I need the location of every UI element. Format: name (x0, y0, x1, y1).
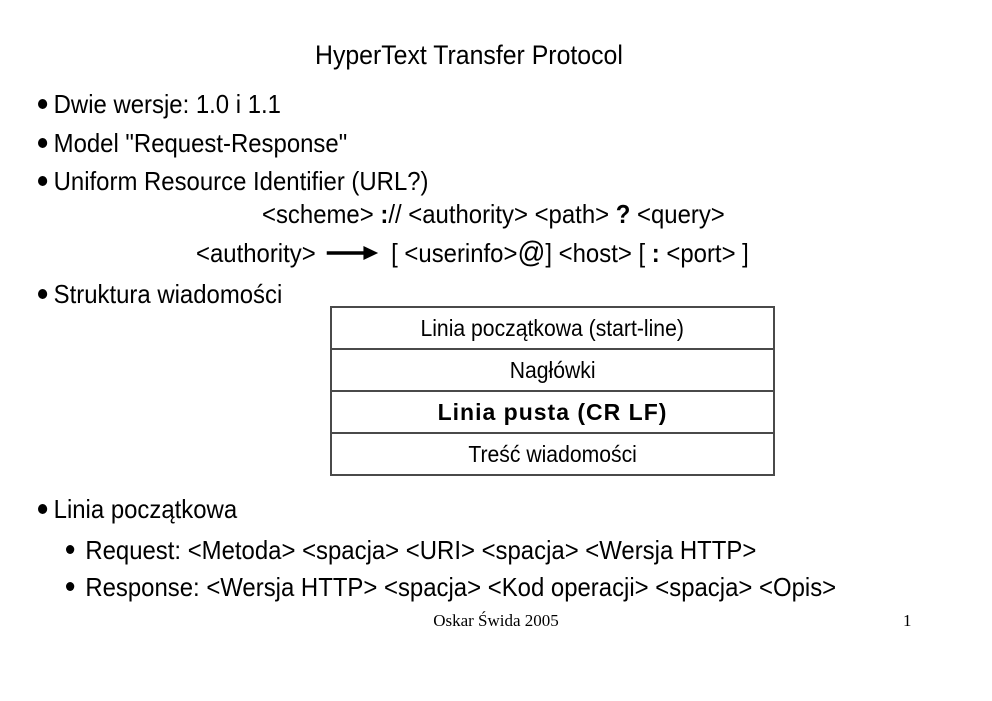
table-row: Treść wiadomości (330, 432, 775, 476)
table-cell-empty-line: Linia pusta (CR LF) (330, 390, 775, 434)
message-structure-table: Linia początkowa (start-line) Nagłówki L… (330, 306, 775, 476)
authority-syntax-line: <authority> [ <userinfo>@] <host> [ : <p… (196, 236, 797, 269)
bullet-uri: Uniform Resource Identifier (URL?) (38, 162, 462, 196)
bullet-structure: Struktura wiadomości (38, 275, 304, 309)
bullet-versions-text: Dwie wersje: 1.0 i 1.1 (53, 89, 281, 119)
table-cell-start-line: Linia początkowa (start-line) (330, 306, 775, 350)
bullet-uri-text: Uniform Resource Identifier (URL?) (53, 166, 429, 196)
table-cell-body: Treść wiadomości (330, 432, 775, 476)
bullet-icon (38, 289, 48, 299)
bullet-icon (38, 99, 48, 109)
sub-bullet-request-text: Request: <Metoda> <spacja> <URI> <spacja… (85, 534, 757, 565)
page-title: HyperText Transfer Protocol (315, 40, 650, 70)
bullet-icon (38, 138, 48, 148)
table-row: Nagłówki (330, 348, 775, 392)
uri-scheme-syntax-text: <scheme> :// <authority> <path> ? <query… (262, 199, 725, 229)
footer-author: Oskar Świda 2005 (433, 611, 559, 630)
footer-page-number: 1 (903, 611, 912, 630)
table-row: Linia pusta (CR LF) (330, 390, 775, 434)
bullet-model: Model "Request-Response" (38, 124, 374, 158)
bullet-model-text: Model "Request-Response" (53, 128, 348, 158)
bullet-icon (38, 504, 48, 514)
sub-bullet-request: Request: <Metoda> <spacja> <URI> <spacja… (66, 530, 816, 565)
page-title-text: HyperText Transfer Protocol (315, 40, 623, 70)
bullet-icon (66, 545, 75, 554)
authority-lhs-text: <authority> (196, 238, 316, 268)
sub-bullet-response-text: Response: <Wersja HTTP> <spacja> <Kod op… (85, 571, 837, 602)
bullet-start-line: Linia początkowa (38, 490, 254, 524)
bullet-versions: Dwie wersje: 1.0 i 1.1 (38, 85, 302, 119)
sub-bullet-response: Response: <Wersja HTTP> <spacja> <Kod op… (66, 567, 903, 602)
bullet-structure-text: Struktura wiadomości (53, 279, 283, 309)
table-row: Linia początkowa (start-line) (330, 306, 775, 350)
authority-rhs-text: [ <userinfo>@] <host> [ : <port> ] (391, 236, 749, 269)
bullet-icon (38, 176, 48, 186)
uri-scheme-syntax-line: <scheme> :// <authority> <path> ? <query… (262, 199, 765, 229)
right-arrow-icon (326, 246, 379, 260)
bullet-icon (66, 582, 75, 591)
bullet-start-line-text: Linia początkowa (53, 494, 238, 524)
table-cell-headers: Nagłówki (330, 348, 775, 392)
